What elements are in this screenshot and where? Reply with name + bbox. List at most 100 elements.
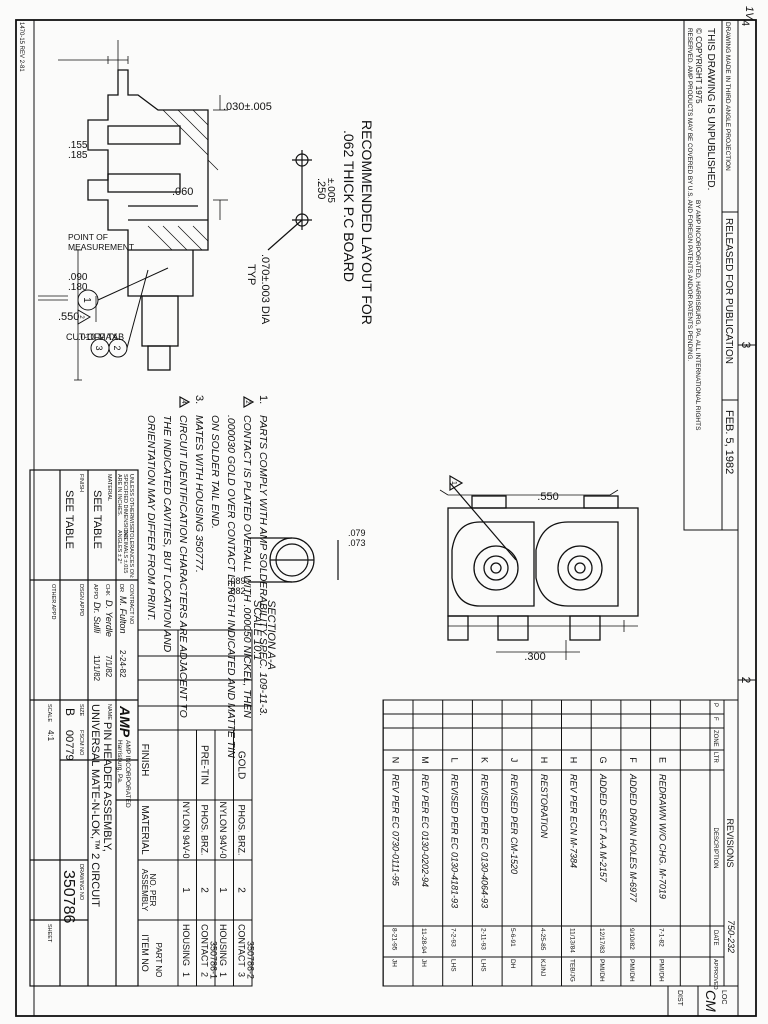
note-2-line-a: CONTACT IS PLATED OVERALL WITH .000050 N… bbox=[241, 415, 253, 718]
revision-approved: PMI/DH bbox=[658, 959, 665, 982]
dr-value: M. Fulton bbox=[118, 596, 128, 634]
revision-letter: H bbox=[569, 757, 579, 764]
zone-number-2: 2 bbox=[739, 677, 753, 684]
parts-header-material: MATERIAL bbox=[139, 805, 150, 855]
release-date: FEB. 5, 1982 bbox=[723, 410, 735, 474]
zone-number-4: 4 bbox=[739, 20, 751, 26]
note-3-text: MATES WITH HOUSING 350777. bbox=[193, 415, 205, 573]
revision-letter: L bbox=[450, 757, 460, 762]
parts-material: PHOS. BRZ. bbox=[200, 804, 210, 855]
revision-date: 7-2-93 bbox=[450, 928, 457, 947]
finish-label: FINISH bbox=[78, 474, 84, 492]
copyright-line: © COPYRIGHT 1975 bbox=[694, 28, 703, 104]
parts-finish: PRE-TIN bbox=[199, 745, 210, 785]
dr-label: DR bbox=[118, 584, 124, 592]
rev-header-f: F bbox=[712, 717, 718, 721]
dsgn-label: DSGN APPD bbox=[78, 584, 84, 616]
front-view bbox=[447, 495, 639, 641]
title-block bbox=[29, 469, 139, 987]
note-4-line-a: CIRCUIT IDENTIFICATION CHARACTERS ARE AD… bbox=[177, 415, 189, 718]
note-flag-4: 4 bbox=[180, 400, 186, 404]
contract-label: CONTRACT NO bbox=[128, 584, 134, 625]
note-3-number: 3. bbox=[193, 395, 205, 404]
dim-090: .090 bbox=[68, 272, 88, 283]
appd-date: 11/1/82 bbox=[92, 655, 101, 682]
parts-qty: 1 bbox=[217, 887, 228, 893]
parts-header-finish: FINISH bbox=[139, 744, 150, 777]
callout-1: 1 bbox=[81, 297, 92, 303]
chk-label: CHK bbox=[104, 584, 110, 596]
dim-180: .180 bbox=[68, 282, 88, 293]
section-dim-079: .079 bbox=[348, 528, 366, 538]
revision-date: 12/17/83 bbox=[598, 928, 605, 954]
revision-approved: JH bbox=[390, 959, 397, 967]
revision-approved: LHS bbox=[479, 959, 486, 972]
note-2-line-b: .000030 GOLD OVER CONTACT LENGTH INDICAT… bbox=[225, 415, 237, 758]
dim-185: .185 bbox=[68, 150, 88, 161]
parts-header-per-a: NO. PER bbox=[148, 874, 157, 907]
note-flags bbox=[179, 395, 255, 409]
dr-date: 2-24-82 bbox=[118, 650, 127, 678]
revision-approved: PMI/DH bbox=[598, 959, 605, 982]
name-line-1: PIN HEADER ASSEMBLY, bbox=[101, 722, 113, 852]
projection-note: DRAWING MADE IN THIRD ANGLE PROJECTION bbox=[724, 22, 731, 171]
revision-description: REV PER ECN M-7384 bbox=[569, 774, 579, 868]
loc-value: CM bbox=[703, 990, 719, 1012]
dim-550: .550 bbox=[58, 311, 79, 323]
tol-1: UNLESS OTHERWISE bbox=[128, 474, 134, 531]
parts-header-item: ITEM NO bbox=[140, 934, 150, 972]
flag-1-front-label: 1 bbox=[450, 481, 457, 485]
revision-date: 7-1-82 bbox=[658, 928, 665, 947]
layout-pitch-b: ±.005 bbox=[325, 178, 336, 203]
parts-item-number: 2 bbox=[200, 972, 210, 977]
company-logo: AMP bbox=[117, 705, 133, 738]
parts-item: HOUSING bbox=[218, 924, 228, 966]
side-view-hatch bbox=[147, 109, 219, 251]
fscm-label: FSCM NO bbox=[78, 730, 84, 756]
dim-point-b: MEASUREMENT bbox=[68, 242, 134, 252]
note-4-line-b: THE INDICATED CAVITIES, BUT LOCATION AND bbox=[161, 415, 173, 653]
tol-5: DECIMALS ±.015 bbox=[122, 530, 128, 573]
amp-rights-line: BY AMP INCORPORATED, HARRISBURG, PA. ALL… bbox=[694, 200, 701, 431]
pcb-layout-view bbox=[267, 150, 312, 251]
revision-date: 9/10/82 bbox=[628, 928, 635, 950]
parts-part-number: 350786-1 bbox=[209, 941, 219, 979]
revisions-table bbox=[382, 699, 739, 987]
zone-number-3: 3 bbox=[739, 342, 753, 349]
size-value: B bbox=[63, 708, 77, 716]
revision-letter: J bbox=[509, 758, 519, 763]
tol-3: ARE IN INCHES. bbox=[116, 474, 122, 517]
tol-4: TOLERANCES ON: bbox=[128, 530, 134, 579]
ref-note: 750-232 bbox=[726, 920, 736, 953]
parts-item-number: 3 bbox=[237, 972, 247, 977]
chk-value: D. Yerdle bbox=[104, 600, 114, 637]
drawing-label: DRAWING NO bbox=[78, 864, 84, 901]
dim-point-a: POINT OF bbox=[68, 232, 108, 242]
callout-flag-2: 2 bbox=[78, 315, 84, 319]
note-4-line-c: ORIENTATION MAY DIFFER FROM PRINT. bbox=[145, 415, 157, 621]
revision-date: 4-25-85 bbox=[539, 928, 546, 951]
layout-typ: TYP bbox=[245, 264, 257, 285]
layout-pitch-a: .250 bbox=[315, 178, 327, 199]
revision-description: REV PER EC 0730-0111-95 bbox=[390, 774, 400, 887]
note-flag-2: 2 bbox=[244, 400, 250, 404]
released-label: RELEASED FOR PUBLICATION bbox=[723, 218, 734, 364]
scale-label: SCALE bbox=[46, 704, 52, 722]
dim-tail-030: .030±.005 bbox=[223, 101, 272, 113]
company-name-1: AMP INCORPORATED bbox=[124, 740, 131, 808]
finish-value: SEE TABLE bbox=[63, 490, 75, 549]
layout-rec-1: RECOMMENDED LAYOUT FOR bbox=[359, 120, 375, 325]
material-label: MATERIAL bbox=[106, 474, 112, 501]
parts-item-number: 1 bbox=[218, 972, 228, 977]
company-name-2: Harrisburg, Pa. bbox=[116, 740, 123, 784]
name-label: NAME bbox=[106, 704, 112, 720]
parts-qty: 2 bbox=[199, 887, 210, 893]
